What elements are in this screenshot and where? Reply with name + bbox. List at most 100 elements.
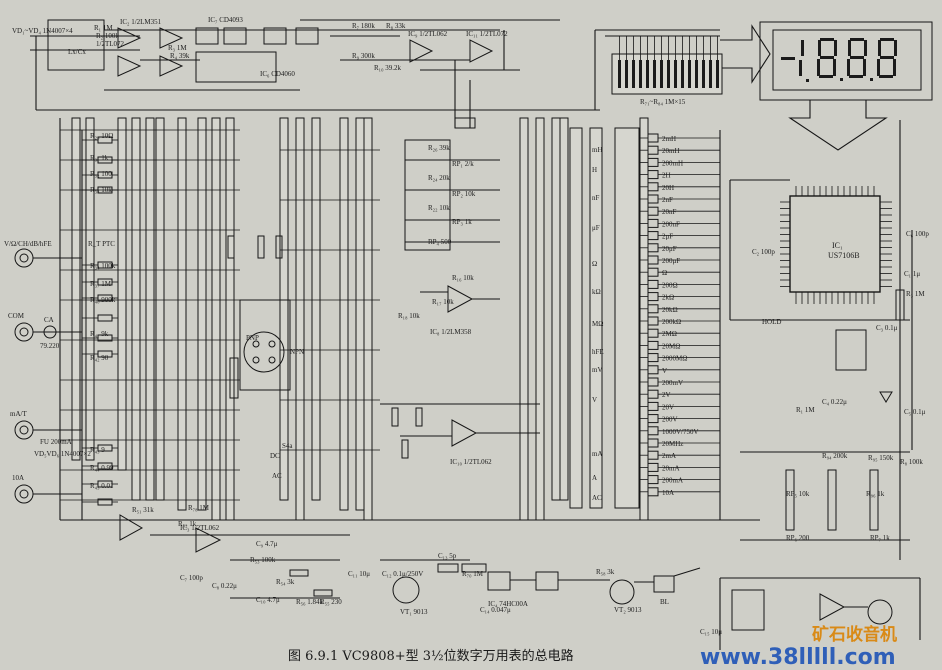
vd5-vd6-label: VD₅VD₆ 1N4007×2 bbox=[34, 450, 91, 458]
terminal-ma-label: mA/T bbox=[10, 410, 27, 418]
bottom-component-label: R₅₃ 100k bbox=[250, 556, 276, 564]
range-contact bbox=[647, 328, 659, 338]
rnet-resistor bbox=[681, 60, 684, 88]
left-resistor-label: R₃₃ 10k bbox=[90, 186, 112, 194]
range-contact bbox=[647, 353, 659, 363]
bottom-component-label: C₁₅ 10μ bbox=[700, 628, 722, 636]
bottom-component-label: C₁₀ 4.7μ bbox=[256, 596, 280, 604]
range-contact bbox=[647, 487, 659, 497]
range-contact bbox=[647, 316, 659, 326]
range-contact bbox=[647, 475, 659, 485]
rnet-resistor bbox=[702, 60, 705, 88]
left-resistor-label: R₄₃ 9 bbox=[90, 446, 105, 454]
ic8-label: IC₈ 1/2LM358 bbox=[430, 328, 472, 336]
left-resistor-label: R₄₀ 900k bbox=[90, 296, 116, 304]
watermark-line2: www.38lllll.com bbox=[700, 645, 896, 670]
mode-label: μF bbox=[592, 224, 600, 232]
range-contact bbox=[647, 145, 659, 155]
top-left-circuit bbox=[30, 19, 600, 129]
switch-bus bbox=[559, 117, 569, 501]
bottom-circuits bbox=[60, 514, 921, 650]
range-label: 2μF bbox=[662, 233, 673, 241]
left-resistor-label: R₃₂ 100 bbox=[90, 170, 112, 178]
mode-label: H bbox=[592, 166, 597, 174]
terminal-com[interactable]: COM bbox=[8, 312, 82, 342]
right-component-label: C₁ 1μ bbox=[904, 270, 920, 278]
ic2-label: IC₂ 1/2LM351 bbox=[120, 18, 162, 26]
switch-bus bbox=[225, 117, 235, 521]
range-contact bbox=[647, 231, 659, 241]
rnet-resistor bbox=[625, 60, 628, 88]
ic4-label: IC₄ 74HC00A bbox=[488, 600, 528, 608]
range-label: Ω bbox=[662, 269, 667, 277]
mid-resistor-label: R₂₂ 10k bbox=[428, 204, 450, 212]
rnet-resistor bbox=[646, 60, 649, 88]
resistor-network-top bbox=[594, 29, 723, 110]
range-label: 20H bbox=[662, 184, 674, 192]
range-label: 200mH bbox=[662, 159, 683, 167]
left-resistor-label: R₂₀ 10Ω bbox=[90, 132, 114, 140]
range-contact bbox=[647, 401, 659, 411]
mid-resistor-label: R₁₇ 10k bbox=[432, 298, 454, 306]
bl-label: BL bbox=[660, 598, 669, 606]
ic3-label: IC₃ 1/2TL062 bbox=[180, 524, 220, 532]
range-contact bbox=[647, 304, 659, 314]
switch-bus bbox=[311, 117, 321, 501]
range-contact bbox=[647, 170, 659, 180]
rnet-resistor bbox=[639, 60, 642, 88]
switch-bus bbox=[71, 117, 81, 461]
vt1-label: VT₁ 9013 bbox=[400, 608, 428, 616]
switch-bus bbox=[551, 117, 561, 501]
terminal-ma[interactable]: mA/T bbox=[10, 410, 82, 440]
rnet-resistor bbox=[709, 60, 712, 88]
right-component-label: C₂ 100p bbox=[752, 248, 775, 256]
range-label: 20nF bbox=[662, 208, 677, 216]
switch-bus bbox=[145, 117, 155, 501]
range-contact bbox=[647, 267, 659, 277]
range-contact bbox=[647, 206, 659, 216]
range-contact bbox=[647, 182, 659, 192]
ic10-label: IC₁₀ 1/2TL062 bbox=[450, 458, 492, 466]
range-contact bbox=[647, 462, 659, 472]
ic1-chip: IC₁ US7106B bbox=[780, 186, 892, 304]
s4a-label: S4a bbox=[282, 442, 293, 450]
rnet-resistor bbox=[674, 60, 677, 88]
range-contact bbox=[647, 426, 659, 436]
switch-buses bbox=[60, 117, 649, 521]
rnet-resistor bbox=[653, 60, 656, 88]
mid-resistor-label: R₁₈ 10k bbox=[398, 312, 420, 320]
switch-bus bbox=[131, 117, 141, 501]
switch-bus bbox=[355, 117, 365, 511]
switch-bus bbox=[197, 117, 207, 511]
rnet-resistor bbox=[618, 60, 621, 88]
rnet-resistor bbox=[667, 60, 670, 88]
bottom-component-label: C₁₂ 0.1μ/250V bbox=[382, 570, 423, 578]
top-resistor-label: R₄ 39k bbox=[170, 52, 190, 60]
range-label: 2MΩ bbox=[662, 330, 677, 338]
switch-bus bbox=[295, 117, 305, 521]
right-component-label: RP₇ 1k bbox=[870, 534, 890, 542]
terminal-v[interactable]: V/Ω/CH/dB/hFE bbox=[4, 240, 82, 268]
component-labels: VD₁~VD₄ 1N4007×4 Lx/Cx 1/2TL072 IC₂ 1/2L… bbox=[12, 16, 781, 616]
switch-bus bbox=[155, 117, 165, 501]
lcd-digits bbox=[781, 38, 897, 82]
right-component-label: R₈ 100k bbox=[900, 458, 923, 466]
right-component-label: C₄ 0.22μ bbox=[822, 398, 847, 406]
mode-label: AC bbox=[592, 494, 602, 502]
left-resistor-label: R₄₅ 0.01 bbox=[90, 482, 114, 490]
range-contact bbox=[647, 450, 659, 460]
rnet-resistor bbox=[716, 60, 719, 88]
mode-label: mH bbox=[592, 146, 603, 154]
bottom-component-label: R₅₆ 1.84k bbox=[296, 598, 324, 606]
range-label: 200kΩ bbox=[662, 318, 681, 326]
range-contact bbox=[647, 414, 659, 424]
mode-label: MΩ bbox=[592, 320, 603, 328]
range-contact bbox=[647, 194, 659, 204]
terminal-10a[interactable]: 10A bbox=[12, 474, 82, 504]
switch-bus bbox=[339, 117, 349, 511]
switch-bus bbox=[177, 117, 187, 511]
left-resistor-ladder bbox=[59, 118, 118, 520]
